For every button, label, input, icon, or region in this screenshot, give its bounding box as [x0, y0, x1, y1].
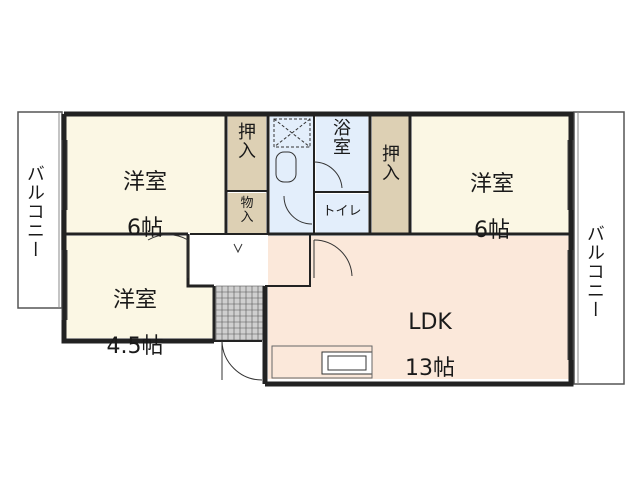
room-washroom	[270, 115, 314, 233]
closet-right	[372, 115, 410, 233]
room-bath	[316, 115, 368, 191]
room-label-toilet: トイレ	[322, 204, 362, 219]
room-size: 13帖	[405, 356, 455, 382]
storage	[228, 193, 266, 233]
balcony-label-left: バルコニー	[23, 163, 45, 259]
bathroom-fixtures	[271, 118, 373, 379]
room-label-western-left-top: 洋室 6帖	[100, 148, 190, 263]
room-label-bath: 浴 室	[333, 118, 351, 158]
room-size: 4.5帖	[106, 334, 164, 360]
room-label-ldk: LDK 13帖	[380, 288, 480, 403]
room-name: LDK	[408, 310, 452, 336]
room-label-western-right: 洋室 6帖	[442, 150, 542, 265]
closet-left	[228, 115, 266, 190]
entry-marker	[233, 243, 243, 254]
room-ldk	[268, 236, 570, 379]
balcony-left	[17, 111, 63, 309]
windows	[61, 140, 574, 360]
room-toilet	[316, 194, 368, 233]
room-name: 洋室	[122, 170, 167, 196]
balcony-label-right: バルコニー	[583, 223, 605, 319]
room-label-closet-left: 押 入	[238, 122, 256, 162]
room-western-left-top	[65, 115, 225, 233]
room-label-closet-right: 押 入	[382, 144, 400, 184]
room-name: 洋室	[469, 172, 514, 198]
door-swings	[147, 161, 353, 381]
room-size: 6帖	[474, 218, 510, 244]
room-label-storage: 物 入	[240, 196, 254, 225]
walls	[61, 111, 574, 387]
room-label-western-left-bottom: 洋室 4.5帖	[85, 266, 185, 381]
room-size: 6帖	[127, 216, 163, 242]
room-western-right	[412, 115, 570, 233]
entrance-tile	[215, 285, 265, 341]
balcony-right	[573, 111, 625, 385]
hallway	[190, 236, 266, 286]
room-name: 洋室	[112, 288, 157, 314]
